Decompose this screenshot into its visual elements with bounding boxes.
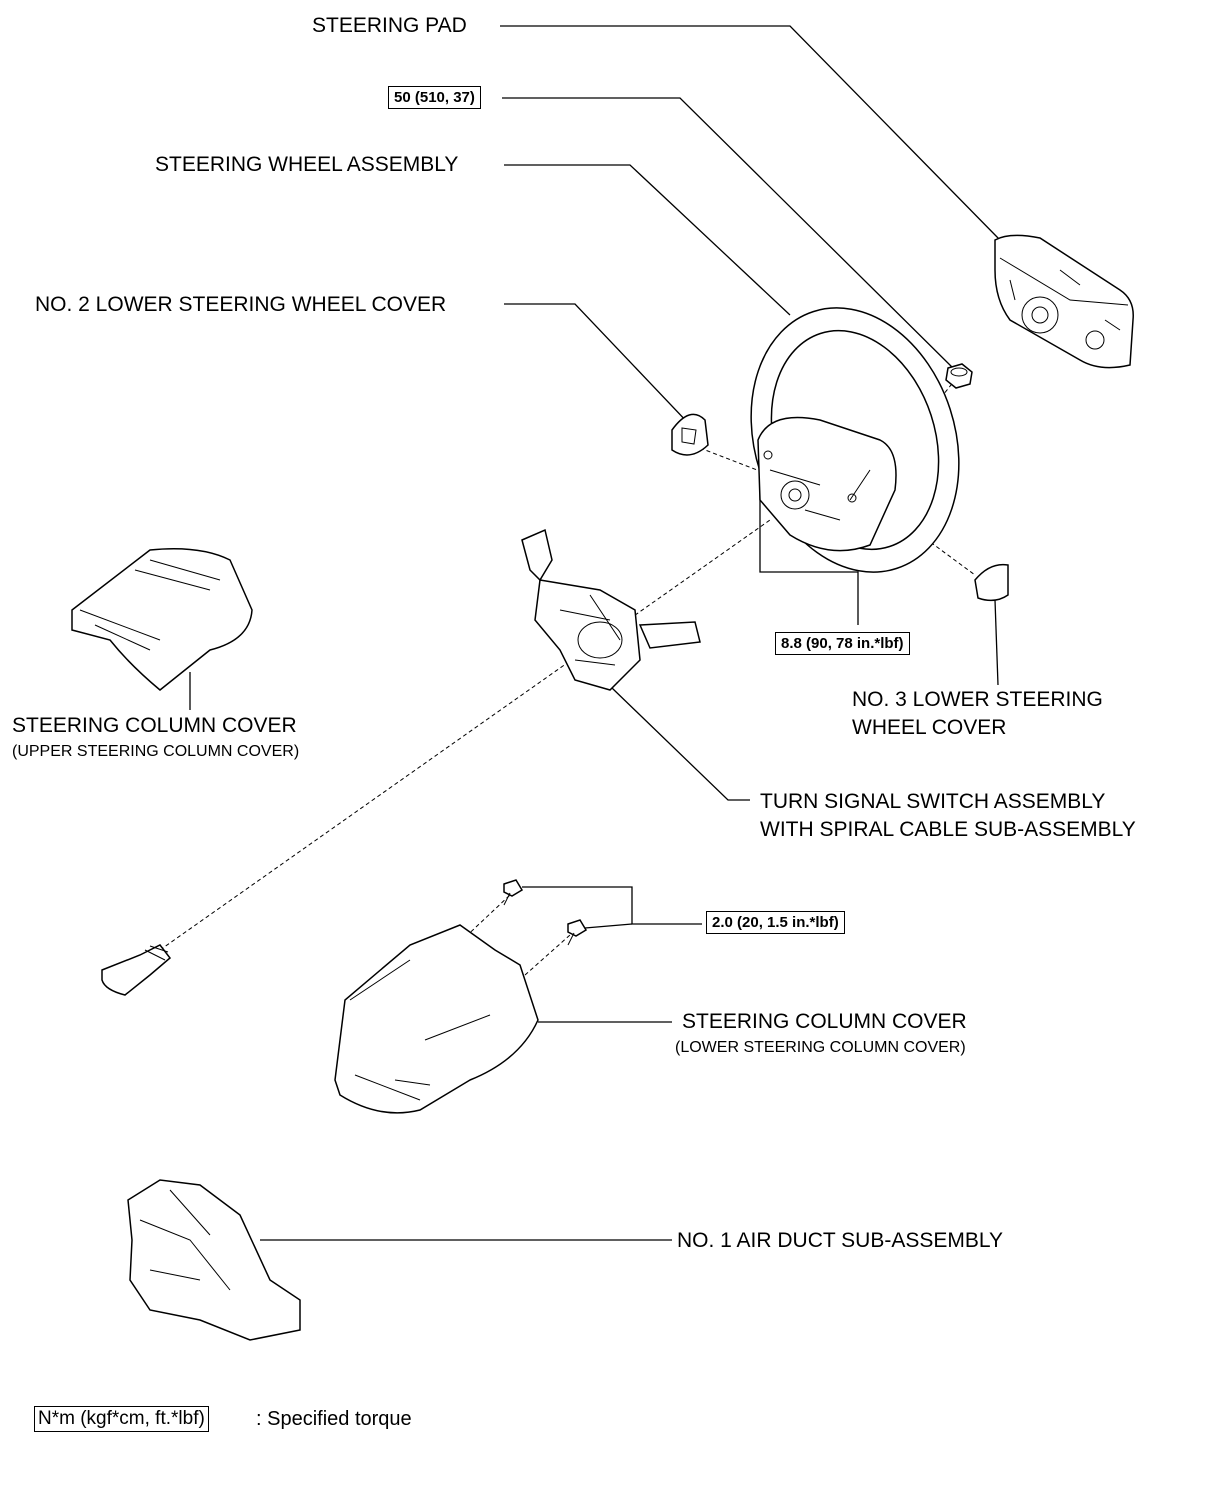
leader-turn-signal (611, 687, 750, 801)
steering-pad-part (994, 234, 1134, 369)
turn-signal-switch-part (521, 528, 701, 691)
leader-steering-wheel (504, 164, 791, 316)
label-upper-column-cover: STEERING COLUMN COVER (12, 714, 297, 737)
steering-wheel-part (750, 307, 960, 573)
lower-column-cover-part (334, 924, 539, 1114)
cover-screw-1-part (503, 879, 524, 906)
air-duct-part (127, 1179, 301, 1341)
label-no3-lower-cover-line2: WHEEL COVER (852, 716, 1007, 739)
label-no3-lower-cover-line1: NO. 3 LOWER STEERING (852, 688, 1103, 711)
axis-line-shaft (159, 519, 771, 951)
leader-wheel-nut (502, 97, 956, 371)
label-air-duct: NO. 1 AIR DUCT SUB-ASSEMBLY (677, 1229, 1003, 1252)
torque-cover-screws: 2.0 (20, 1.5 in.*lbf) (706, 911, 845, 934)
label-no2-lower-cover: NO. 2 LOWER STEERING WHEEL COVER (35, 293, 447, 316)
torque-wheel-nut: 50 (510, 37) (388, 86, 481, 109)
leader-cover-screw-2 (584, 923, 633, 929)
no3-lower-cover-part (974, 563, 1009, 602)
label-lower-column-cover: STEERING COLUMN COVER (682, 1010, 967, 1033)
axis-line-screw-2 (524, 934, 571, 976)
cover-screw-2-part (567, 919, 588, 946)
axis-line-no2 (699, 447, 771, 476)
leader-no2-cover (504, 303, 691, 426)
leader-cover-screw-1 (522, 886, 702, 925)
leader-steering-pad (500, 25, 1001, 241)
label-steering-wheel-assembly: STEERING WHEEL ASSEMBLY (155, 153, 459, 176)
label-turn-signal-line1: TURN SIGNAL SWITCH ASSEMBLY (760, 790, 1106, 813)
torque-wheel-screws: 8.8 (90, 78 in.*lbf) (775, 632, 910, 655)
leader-no3-cover (994, 599, 999, 686)
legend-torque-box: N*m (kgf*cm, ft.*lbf) (34, 1406, 209, 1432)
label-upper-column-cover-sub: (UPPER STEERING COLUMN COVER) (12, 743, 300, 760)
label-lower-column-cover-sub: (LOWER STEERING COLUMN COVER) (675, 1039, 966, 1056)
label-steering-pad: STEERING PAD (312, 14, 467, 37)
leader-wheel-screws (759, 450, 859, 625)
steering-shaft-part (101, 944, 172, 996)
legend-description: : Specified torque (256, 1408, 412, 1430)
label-turn-signal-line2: WITH SPIRAL CABLE SUB-ASSEMBLY (760, 818, 1136, 841)
upper-column-cover-part (71, 548, 253, 691)
wheel-nut-part (945, 363, 973, 389)
no2-lower-cover-part (671, 413, 709, 456)
